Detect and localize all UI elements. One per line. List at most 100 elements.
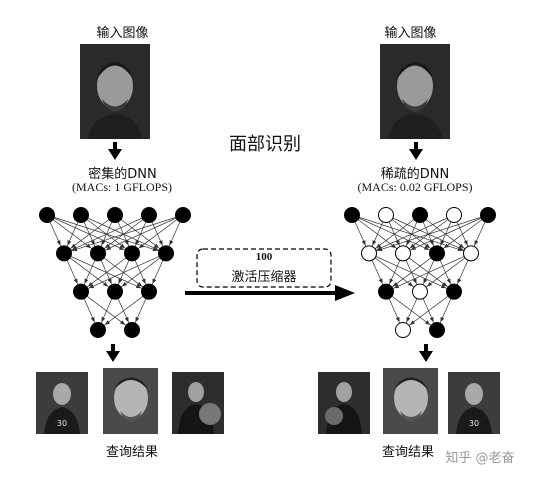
compressor-label: 激活压缩器 — [231, 270, 297, 285]
dense-edge-arrowhead — [101, 240, 106, 246]
dense-active-node — [124, 245, 140, 262]
right-input-photo — [380, 44, 450, 139]
sparse-edge-arrowhead — [412, 278, 417, 284]
dense-edge-arrowhead — [152, 245, 159, 250]
sparse-edge-arrowhead — [393, 284, 400, 289]
left-macs-label: (MACs: 1 GFLOPS) — [71, 180, 173, 194]
dense-active-node — [141, 283, 157, 300]
sparse-edge-arrowhead — [446, 278, 451, 284]
sparse-edge-arrowhead — [457, 278, 462, 284]
sparse-edge-arrowhead — [372, 240, 377, 246]
right-input-label: 输入图像 — [384, 26, 437, 41]
dense-edge-arrowhead — [135, 240, 140, 246]
sparse-edge — [402, 214, 489, 254]
dense-edge-arrowhead — [107, 278, 112, 284]
dense-active-node — [39, 207, 55, 223]
svg-text:30: 30 — [57, 419, 67, 428]
sparse-edge-arrowhead — [423, 278, 428, 284]
dense-edge — [63, 214, 184, 254]
sparse-edge-arrowhead — [406, 316, 411, 323]
sparse-edge-arrowhead — [474, 240, 479, 246]
sparse-edge-arrowhead — [410, 245, 417, 250]
sparse-edge-arrowhead — [459, 243, 465, 249]
diagram-title: 面部识别 — [229, 134, 301, 155]
left-result-photo-2 — [103, 368, 158, 434]
left-input-label: 输入图像 — [96, 26, 149, 41]
sparse-active-node — [446, 283, 462, 300]
sparse-active-node — [344, 207, 360, 223]
dense-edge-arrowhead — [118, 278, 123, 284]
compression-arrow-icon — [185, 285, 355, 301]
dense-edge-arrowhead — [124, 240, 129, 246]
sparse-edge-arrowhead — [425, 320, 431, 325]
left-result-photo-3 — [172, 372, 224, 434]
dense-edge-arrowhead — [141, 278, 146, 284]
dense-edge — [63, 214, 150, 254]
svg-text:30: 30 — [469, 419, 479, 428]
sparse-edge-arrowhead — [426, 281, 432, 287]
watermark: 知乎 @老奋 — [445, 451, 515, 466]
sparse-edge-arrowhead — [443, 243, 449, 249]
dense-active-node — [124, 322, 140, 338]
sparse-edge-arrowhead — [409, 320, 415, 325]
left-result-photo-1: 30 — [36, 372, 88, 434]
sparse-inactive-node — [378, 207, 394, 223]
sparse-inactive-node — [463, 245, 479, 262]
right-result-photo-2 — [383, 368, 438, 434]
sparse-edge-arrowhead — [442, 281, 448, 287]
sparse-edge-arrowhead — [395, 316, 400, 323]
sparse-edge-arrowhead — [389, 278, 394, 284]
left-input-photo — [80, 44, 150, 139]
sparse-active-node — [429, 322, 445, 338]
sparse-edge-arrowhead — [423, 245, 430, 250]
sparse-edge-arrowhead — [361, 240, 366, 246]
sparse-inactive-node — [361, 245, 377, 262]
dense-edge-arrowhead — [90, 240, 95, 246]
dense-edge-arrowhead — [158, 240, 163, 246]
dense-active-node — [56, 245, 72, 262]
dense-edge-arrowhead — [135, 316, 140, 323]
dense-active-node — [175, 207, 191, 223]
left-result-arrow-icon — [106, 344, 120, 362]
sparse-edge-arrowhead — [395, 240, 400, 246]
dense-edge-arrowhead — [121, 281, 127, 287]
dense-edge-arrowhead — [118, 245, 125, 250]
dense-edge-arrowhead — [88, 284, 95, 289]
sparse-edge-arrowhead — [440, 316, 445, 323]
sparse-edge-arrowhead — [377, 247, 383, 252]
dense-edge-arrowhead — [84, 278, 89, 284]
right-macs-label: (MACs: 0.02 GFLOPS) — [357, 180, 473, 194]
sparse-edge-arrowhead — [429, 316, 434, 323]
dense-edge — [80, 253, 167, 292]
sparse-dnn-diagram — [344, 207, 496, 338]
sparse-active-node — [412, 207, 428, 223]
sparse-edge — [368, 214, 489, 254]
left-down-arrow-icon — [108, 142, 122, 160]
sparse-active-node — [378, 283, 394, 300]
sparse-active-node — [480, 207, 496, 223]
compressor-ratio: 100 — [255, 251, 273, 263]
compressor-box — [196, 248, 332, 288]
left-network-label: 密集的DNN — [88, 167, 157, 182]
dense-edge-arrowhead — [135, 284, 142, 289]
sparse-edge-arrowhead — [440, 284, 447, 289]
right-result-photo-1 — [318, 372, 370, 434]
right-result-arrow-icon — [419, 344, 433, 362]
dense-edge-arrowhead — [103, 281, 109, 287]
dense-edge-arrowhead — [138, 243, 144, 249]
dense-edge-arrowhead — [104, 320, 110, 325]
dense-edge-arrowhead — [73, 278, 78, 284]
sparse-edge — [368, 214, 455, 254]
sparse-inactive-node — [395, 245, 411, 262]
sparse-edge-arrowhead — [391, 243, 397, 249]
sparse-edge-arrowhead — [408, 281, 414, 287]
dense-edge-arrowhead — [124, 316, 129, 323]
dense-active-node — [90, 322, 106, 338]
dense-edge-arrowhead — [86, 243, 92, 249]
right-down-arrow-icon — [409, 142, 423, 160]
sparse-edge-arrowhead — [378, 278, 383, 284]
dense-active-node — [158, 245, 174, 262]
left-query-label: 查询结果 — [105, 445, 158, 460]
dense-edge-arrowhead — [120, 243, 126, 249]
dense-active-node — [73, 283, 89, 300]
